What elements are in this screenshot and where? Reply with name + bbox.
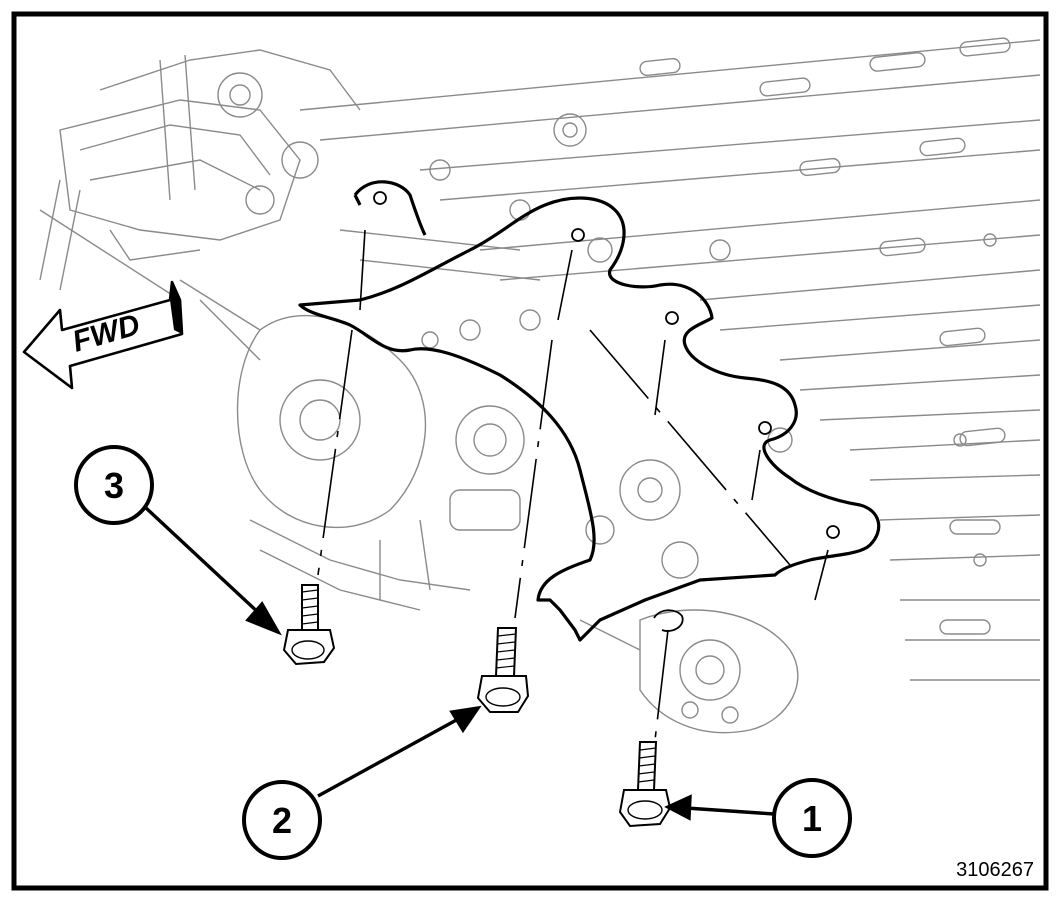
figure-border — [11, 11, 1049, 891]
fwd-arrow-icon: FWD — [22, 280, 184, 390]
callout-3-arrowhead — [245, 601, 282, 636]
callout-2-number: 2 — [272, 800, 292, 841]
installation-centerlines — [317, 229, 829, 741]
bolt-3 — [282, 584, 336, 666]
figure-number: 3106267 — [956, 859, 1034, 881]
bolt-1 — [618, 741, 672, 828]
bracket-outline — [298, 180, 881, 642]
callout-1-arrowhead — [664, 794, 692, 821]
callout-3-leader — [144, 506, 264, 618]
bracket-bolt-holes — [373, 191, 840, 632]
bolt-2 — [476, 627, 530, 713]
callout-1-number: 1 — [802, 798, 822, 839]
chassis-frame-lineart — [39, 37, 1041, 734]
callout-2-arrowhead — [449, 705, 482, 734]
callout-2-leader — [317, 716, 461, 798]
callout-2: 2 — [242, 780, 322, 860]
callout-1: 1 — [772, 778, 852, 858]
callout-1-leader — [685, 806, 775, 816]
callout-3: 3 — [74, 445, 154, 525]
callout-leaders — [144, 506, 775, 821]
callout-3-number: 3 — [104, 465, 124, 506]
